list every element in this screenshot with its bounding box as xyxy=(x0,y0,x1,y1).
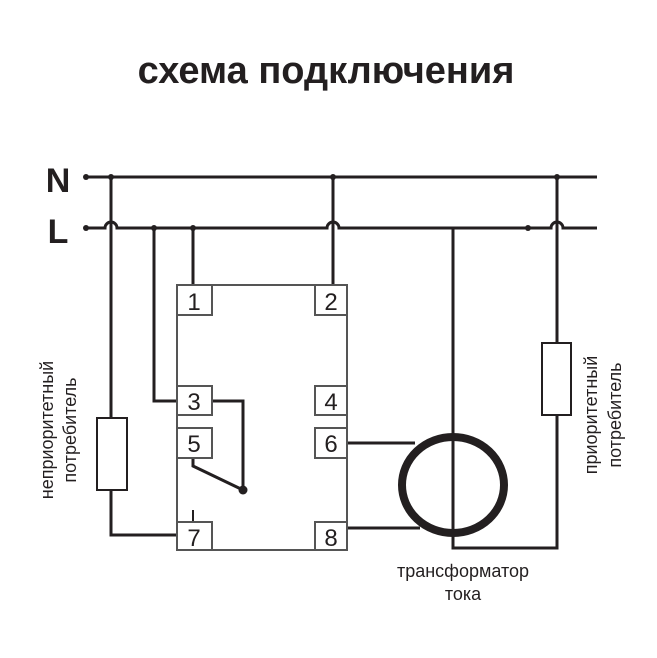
non-priority-label-1: неприоритетный xyxy=(37,361,57,499)
terminal-3 xyxy=(176,385,213,416)
line-bus xyxy=(86,220,597,230)
relay-housing xyxy=(176,284,348,551)
priority-load-resistor xyxy=(541,342,572,416)
wire-l-3 xyxy=(152,228,177,403)
wire-l-priority xyxy=(451,228,559,550)
terminal-6 xyxy=(314,427,348,459)
terminal-1 xyxy=(176,284,213,316)
transformer-label-2: тока xyxy=(445,584,482,604)
terminal-4-label: 4 xyxy=(324,389,337,416)
neutral-label: N xyxy=(46,162,71,200)
terminal-2-label: 2 xyxy=(324,289,337,316)
non-priority-load-resistor xyxy=(96,417,128,491)
terminal-7 xyxy=(176,521,213,551)
terminal-7-label: 7 xyxy=(187,525,200,552)
terminal-4 xyxy=(314,385,348,416)
line-label: L xyxy=(48,213,69,251)
non-priority-label-2: потребитель xyxy=(60,377,80,482)
junction-dots xyxy=(83,174,560,495)
terminal-5-label: 5 xyxy=(187,431,200,458)
wire-nonpriority-7 xyxy=(109,490,177,537)
terminal-3-label: 3 xyxy=(187,389,200,416)
terminal-boxes xyxy=(176,284,348,551)
current-transformer-ring xyxy=(398,433,508,537)
relay-switch xyxy=(191,458,244,492)
priority-label-2: потребитель xyxy=(605,362,625,467)
terminal-8 xyxy=(314,521,348,551)
terminal-1-label: 1 xyxy=(187,289,200,316)
terminal-6-label: 6 xyxy=(324,431,337,458)
terminal-2 xyxy=(314,284,348,316)
terminal-8-label: 8 xyxy=(324,525,337,552)
transformer-label-1: трансформатор xyxy=(397,561,529,581)
priority-label-1: приоритетный xyxy=(581,356,601,475)
diagram-title: схема подключения xyxy=(138,50,515,92)
wires xyxy=(86,175,597,550)
terminal-5 xyxy=(176,427,213,459)
wire-3-contact xyxy=(212,399,245,490)
